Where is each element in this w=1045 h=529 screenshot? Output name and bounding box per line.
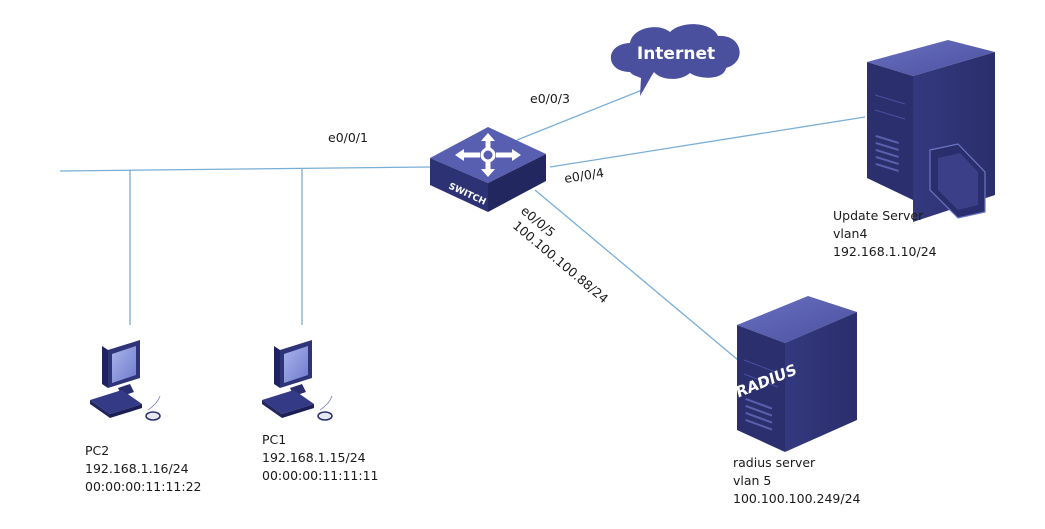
link-update-server [549,116,866,168]
pc2-computer-icon [90,340,161,421]
update-server-vlan: vlan4 [833,226,867,241]
internet-cloud-icon [610,24,740,96]
radius-server-name: radius server [733,455,816,470]
pc2-mac: 00:00:00:11:11:22 [85,479,202,494]
radius-server-ip: 100.100.100.249/24 [733,491,861,506]
pc1-mac: 00:00:00:11:11:11 [262,468,379,483]
radius-server-icon [737,296,857,452]
update-server-name: Update Server [833,208,924,223]
lan-bus-line [59,166,431,172]
pc1-ip: 192.168.1.15/24 [262,450,366,465]
switch-icon [430,127,546,212]
pc1-computer-icon [262,340,333,421]
link-radius-server [534,189,739,361]
pc1-name: PC1 [262,432,286,447]
pc2-name: PC2 [85,443,109,458]
update-server-icon [867,40,995,222]
pc2-ip: 192.168.1.16/24 [85,461,189,476]
port-label-e004: e0/0/4 [563,165,605,186]
port-label-e001: e0/0/1 [328,130,368,145]
internet-label: Internet [637,44,715,64]
link-internet [516,89,643,141]
port-ip-e005: 100.100.100.88/24 [510,218,611,306]
port-label-e003: e0/0/3 [530,91,570,106]
update-server-ip: 192.168.1.10/24 [833,244,937,259]
radius-server-vlan: vlan 5 [733,473,771,488]
